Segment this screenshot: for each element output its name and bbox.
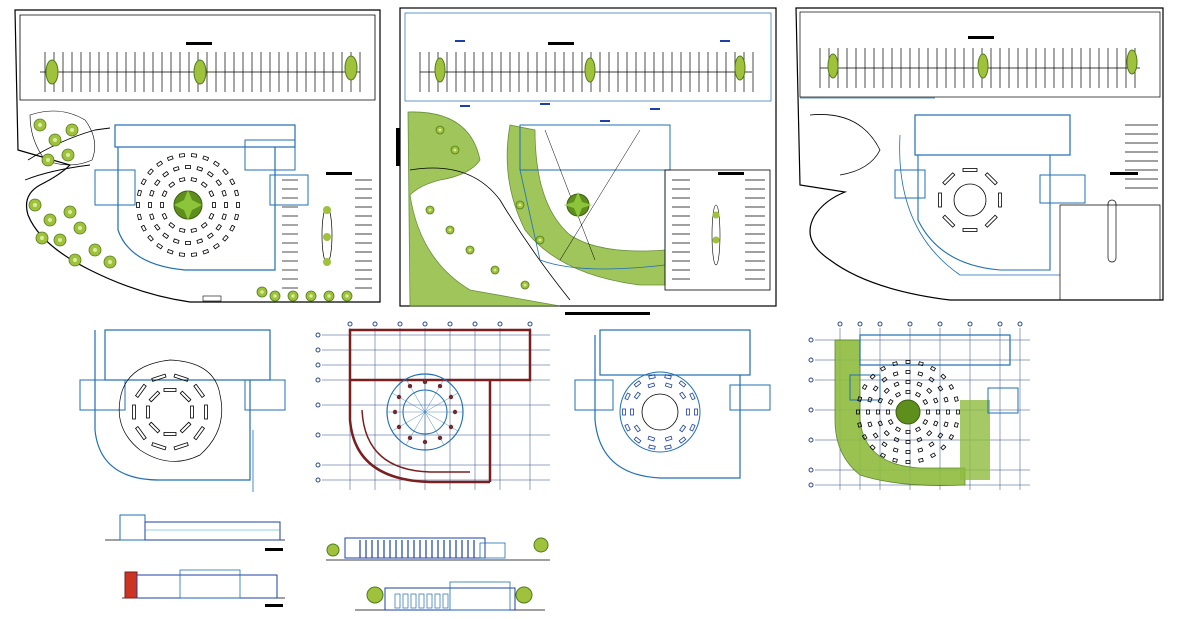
site-plan-option-a	[14, 9, 381, 303]
floor-plan-furniture	[79, 329, 286, 492]
elevation-1	[105, 514, 285, 551]
site-plan-option-c	[795, 7, 1164, 301]
elevation-2	[122, 569, 285, 607]
structural-grid-plan	[315, 321, 550, 490]
site-plan-option-b	[396, 7, 777, 315]
floor-plan-circular-hall	[574, 329, 771, 479]
landscaped-floor-plan	[808, 321, 1030, 490]
elevation-4	[355, 581, 545, 611]
elevation-3	[326, 537, 550, 561]
